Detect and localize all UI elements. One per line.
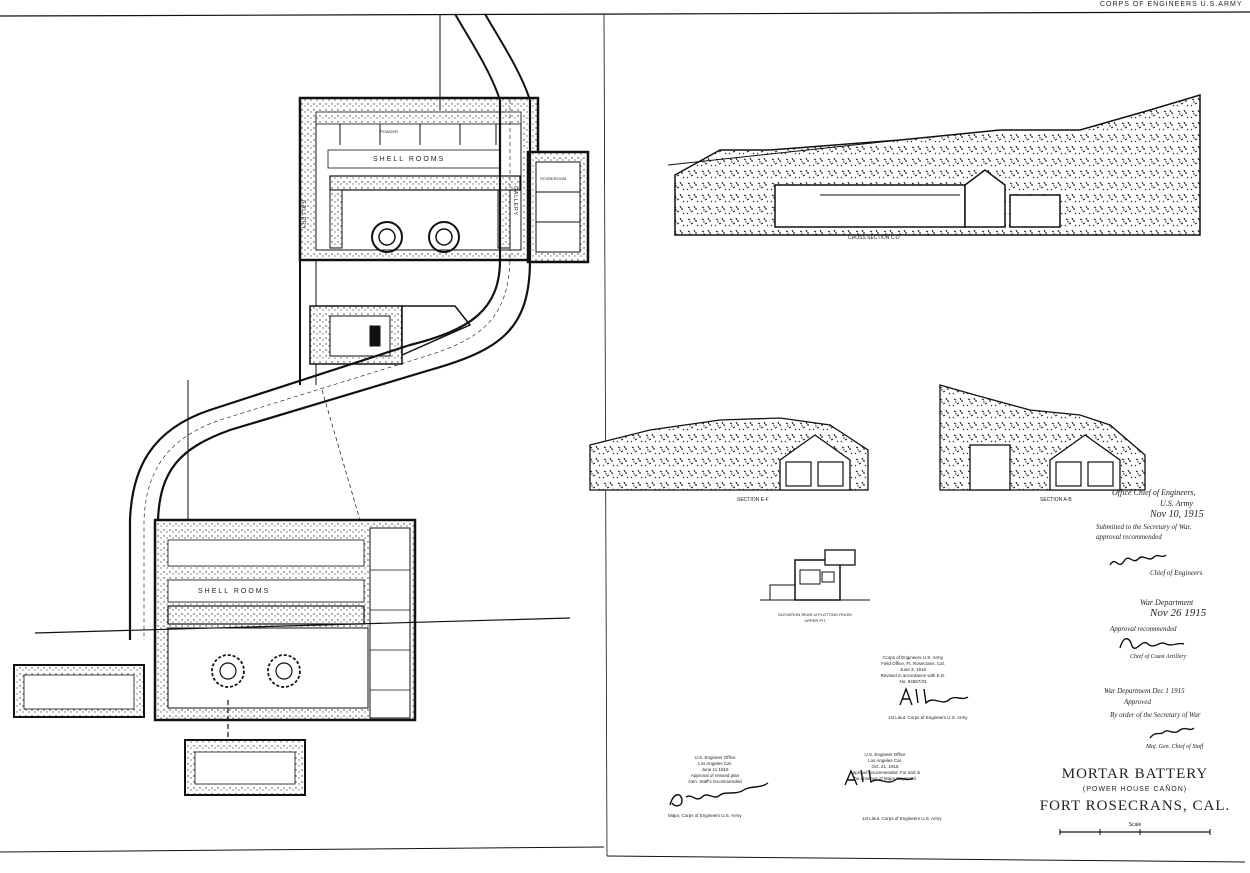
- signature-chief-staff: [1149, 727, 1195, 739]
- title-block-lines: [1059, 829, 1211, 835]
- corps-line2: Field Office, Ft. Rosecrans, Cal.: [881, 661, 945, 666]
- corps-line1: Corps of Engineers U.S. Army: [882, 655, 944, 660]
- chief-office: Office Chief of Engineers,: [1112, 488, 1196, 497]
- caption-section-ef: SECTION E-F: [737, 497, 769, 503]
- label-gallery-left: GALLERY: [300, 200, 306, 230]
- usedo-block: U.S. Engineer Office Los Angeles Cal. Ju…: [655, 755, 775, 785]
- usedo-sig-title: Major, Corps of Engineers U.S. Army: [668, 813, 742, 818]
- usedo2-line2: Los Angeles Cal.: [868, 758, 902, 763]
- title-location: FORT ROSECRANS, CAL.: [1039, 798, 1231, 814]
- usedo-line4: Approval of revised plan: [690, 773, 740, 778]
- wardept-label: War Department: [1140, 598, 1194, 607]
- caption-section-ab: SECTION A-B: [1040, 497, 1072, 503]
- chief-submitted: Submitted to the Secretary of War,: [1096, 523, 1192, 531]
- usedo2-line3: Oct. 21, 1915: [871, 764, 899, 769]
- usedo-line1: U.S. Engineer Office: [694, 755, 736, 760]
- handwritten-signatures: [669, 554, 1195, 807]
- label-gallery-right: GALLERY: [512, 186, 518, 216]
- sheet-border: [0, 11, 1250, 863]
- usedo2-line5: the absence of Major Raymond.: [853, 776, 917, 781]
- scale-label: Scale: [1128, 822, 1142, 828]
- lower-battery-plan: [13, 389, 571, 796]
- label-shell-rooms-lower: SHELL ROOMS: [198, 588, 271, 595]
- corps-line3: June 3, 1916: [899, 667, 927, 672]
- usedo-line5: Gen. Staff's recommended: [688, 779, 742, 784]
- label-storeroom: STOREROOM: [540, 176, 567, 181]
- signature-coast-artillery: [1119, 638, 1185, 649]
- usedo-line2: Los Angeles Cal.: [698, 761, 732, 766]
- title-main: MORTAR BATTERY: [1061, 766, 1209, 782]
- signature-corps-field: [899, 687, 969, 706]
- title-subtitle: (POWER HOUSE CAÑON): [1082, 786, 1188, 793]
- label-shell-rooms-upper: SHELL ROOMS: [373, 156, 446, 163]
- corps-line4: Revised in accordance with E.D.: [880, 673, 946, 678]
- signature-chief-engineers: [1109, 554, 1167, 566]
- wardept-date: Nov 26 1915: [1150, 607, 1207, 619]
- elevation-plotting-room-drawing: [760, 549, 870, 601]
- war-dec-title: Maj. Gen. Chief of Staff: [1146, 744, 1204, 750]
- header-stamp: CORPS OF ENGINEERS U.S.ARMY: [1100, 1, 1243, 8]
- wardept-approval: Approval recommended: [1110, 625, 1177, 633]
- war-dec-approved: Approved: [1124, 698, 1151, 706]
- connecting-corridor: [128, 100, 532, 640]
- wardept-title: Chief of Coast Artillery: [1130, 654, 1187, 660]
- label-powder: POWDER: [380, 129, 398, 134]
- caption-elevation-line1: ELEVATION REAR of PLOTTING ROOM: [778, 612, 852, 617]
- chief-date: Nov 10, 1915: [1150, 509, 1204, 520]
- war-dec-line: War Department Dec 1 1915: [1104, 687, 1185, 695]
- chief-title: Chief of Engineers: [1150, 569, 1203, 577]
- caption-cross-section-cd: CROSS SECTION C-D: [848, 235, 900, 241]
- signature-lieut: [844, 769, 914, 786]
- usedo2-block: U.S. Engineer Office Los Angeles Cal. Oc…: [825, 752, 945, 782]
- usedo2-line4: Approval recommended. For and in: [849, 770, 921, 775]
- corps-line5: No. 94557/33: [899, 679, 927, 684]
- caption-elevation-line2: UPPER PIT: [804, 618, 826, 623]
- chief-approval: approval recommended: [1096, 533, 1162, 541]
- upper-battery-plan: [298, 13, 590, 385]
- usedo2-sig-title: 1st Lieut. Corps of Engineers U.S. Army: [862, 816, 942, 821]
- corps-field-block: Corps of Engineers U.S. Army Field Offic…: [858, 655, 968, 685]
- signature-major: [669, 782, 769, 807]
- chief-army: U.S. Army: [1160, 499, 1193, 508]
- section-ab-drawing: [939, 384, 1146, 491]
- war-dec-by-order: By order of the Secretary of War: [1110, 711, 1201, 719]
- usedo-line3: June 11 1915: [701, 767, 729, 772]
- cross-section-cd-drawing: [667, 93, 1201, 236]
- usedo2-line1: U.S. Engineer Office: [864, 752, 906, 757]
- corps-sig-title: 1st Lieut. Corps of Engineers U.S. Army: [888, 715, 968, 720]
- caption-elevation: ELEVATION REAR of PLOTTING ROOM UPPER PI…: [760, 612, 870, 624]
- section-ef-drawing: [589, 417, 869, 491]
